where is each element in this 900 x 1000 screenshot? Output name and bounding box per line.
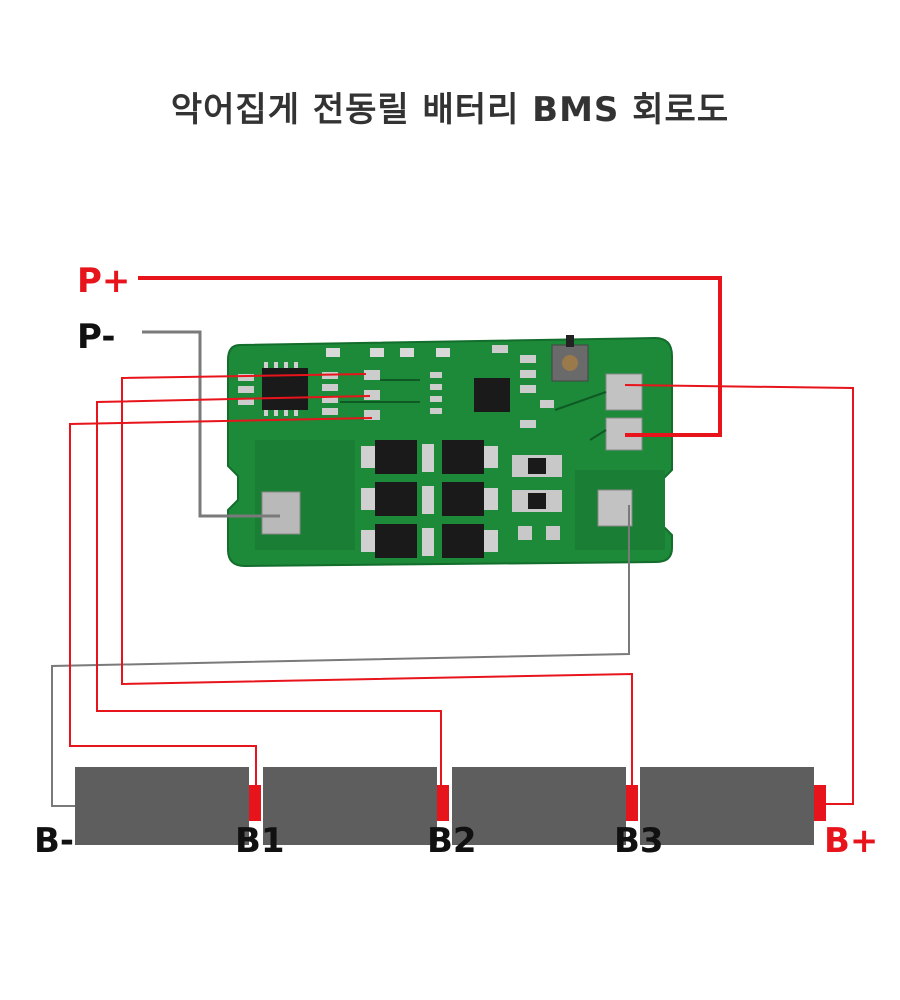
p-minus-pad	[261, 491, 301, 535]
wire-b1	[69, 417, 373, 788]
mosfet-tabs	[361, 444, 498, 556]
battery-cell-2	[263, 767, 437, 845]
battery-cell-4	[640, 767, 814, 845]
wire-p-minus	[142, 330, 280, 518]
battery-cell-3	[452, 767, 626, 845]
wire-b2	[96, 395, 442, 788]
wire-b3	[121, 373, 633, 788]
label-p-plus: P+	[77, 261, 130, 301]
label-b-minus: B-	[34, 821, 74, 861]
wire-b-minus	[51, 505, 630, 807]
b-plus-pad	[605, 373, 643, 411]
top-leds	[326, 348, 450, 357]
wire-b-plus	[624, 384, 854, 805]
label-b2: B2	[427, 821, 477, 861]
tact-switch-pin	[566, 335, 574, 347]
mosfet-array	[375, 440, 484, 558]
bms-pcb-board	[227, 335, 673, 568]
battery-cell-1-terminal	[249, 785, 261, 821]
battery-pack	[75, 767, 826, 845]
ic-pins	[264, 362, 298, 416]
label-b1: B1	[235, 821, 285, 861]
center-passives	[430, 345, 554, 428]
balance-ic	[474, 378, 510, 412]
shunt-resistors	[512, 455, 562, 540]
page-title: 악어집게 전동릴 배터리 BMS 회로도	[170, 90, 730, 130]
battery-cell-1	[75, 767, 249, 845]
label-b-plus: B+	[824, 821, 878, 861]
battery-cell-3-terminal	[626, 785, 638, 821]
resistor-array-left	[238, 374, 254, 405]
label-p-minus: P-	[77, 317, 115, 357]
pcb-traces	[340, 379, 607, 441]
label-b3: B3	[614, 821, 664, 861]
b-minus-pad	[597, 489, 633, 527]
wires	[51, 276, 854, 807]
wire-p-plus	[138, 276, 722, 437]
tact-switch-button	[562, 355, 578, 371]
battery-cell-2-terminal	[437, 785, 449, 821]
battery-cell-4-terminal	[814, 785, 826, 821]
